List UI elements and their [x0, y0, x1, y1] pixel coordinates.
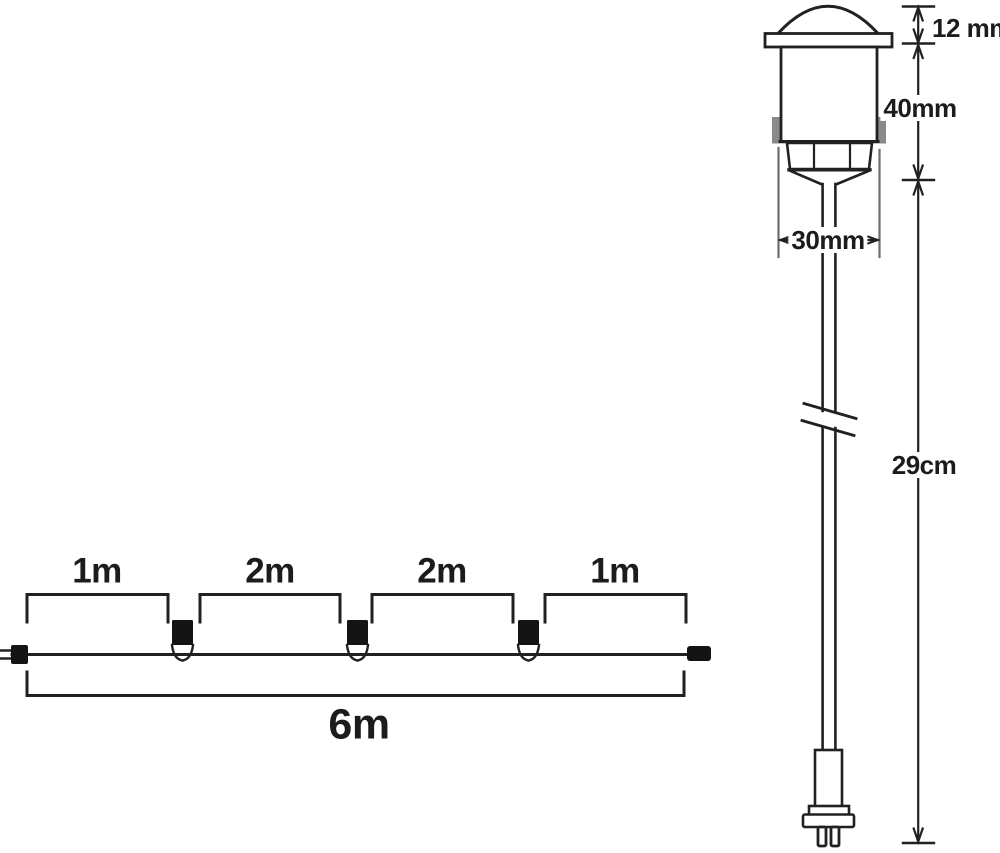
segment-label-1: 1m [72, 551, 122, 591]
mounting-clip-left [772, 117, 799, 144]
hex-nut-facets [812, 142, 852, 170]
body-height-label: 40mm [880, 95, 960, 121]
bracket-total [25, 670, 686, 697]
bracket-segment-2 [198, 593, 342, 624]
arrow-up-body [912, 41, 925, 60]
dome-lens [775, 4, 881, 36]
bracket-segment-4 [543, 593, 688, 624]
plug-collar-lower [801, 813, 856, 829]
connector-sag-3 [516, 643, 541, 662]
fixture-cable-lower [821, 426, 837, 753]
segment-label-4: 1m [590, 551, 640, 591]
fixture-drawing [763, 4, 894, 848]
flange-ring [763, 32, 894, 49]
plug-body [813, 748, 844, 809]
total-length-label: 6m [328, 700, 390, 749]
start-plug [11, 645, 28, 664]
lamp-connector-1 [172, 620, 193, 645]
plug-prong-left [816, 825, 828, 848]
fixture-cable-upper [821, 182, 837, 413]
mounting-clips [772, 117, 886, 144]
bracket-segment-1 [25, 593, 170, 624]
cap-height-label: 12 mm [932, 13, 1000, 43]
arrow-up-cable [912, 178, 925, 196]
arrow-up-cap [912, 4, 925, 22]
cable-length-label: 29cm [888, 452, 960, 478]
bracket-segment-3 [370, 593, 515, 624]
lamp-connector-2 [347, 620, 368, 645]
width-extension-lines [777, 146, 881, 259]
segment-label-2: 2m [245, 551, 295, 591]
plug-prong-right [829, 825, 841, 848]
connector-sag-2 [345, 643, 370, 662]
segment-label-3: 2m [417, 551, 467, 591]
wiring-diagram [0, 593, 711, 697]
mounting-clip-right [859, 117, 886, 144]
end-cap [687, 646, 711, 661]
body-width-label: 30mm [788, 227, 868, 253]
connector-sag-1 [170, 643, 195, 662]
fixture-body [779, 45, 879, 143]
hex-nut [785, 141, 874, 171]
lamp-connector-3 [518, 620, 539, 645]
arrow-down-cable [912, 827, 925, 845]
cable-taper [788, 169, 871, 186]
cable-break-symbol [800, 401, 858, 438]
cable-lead-tails [0, 649, 14, 660]
